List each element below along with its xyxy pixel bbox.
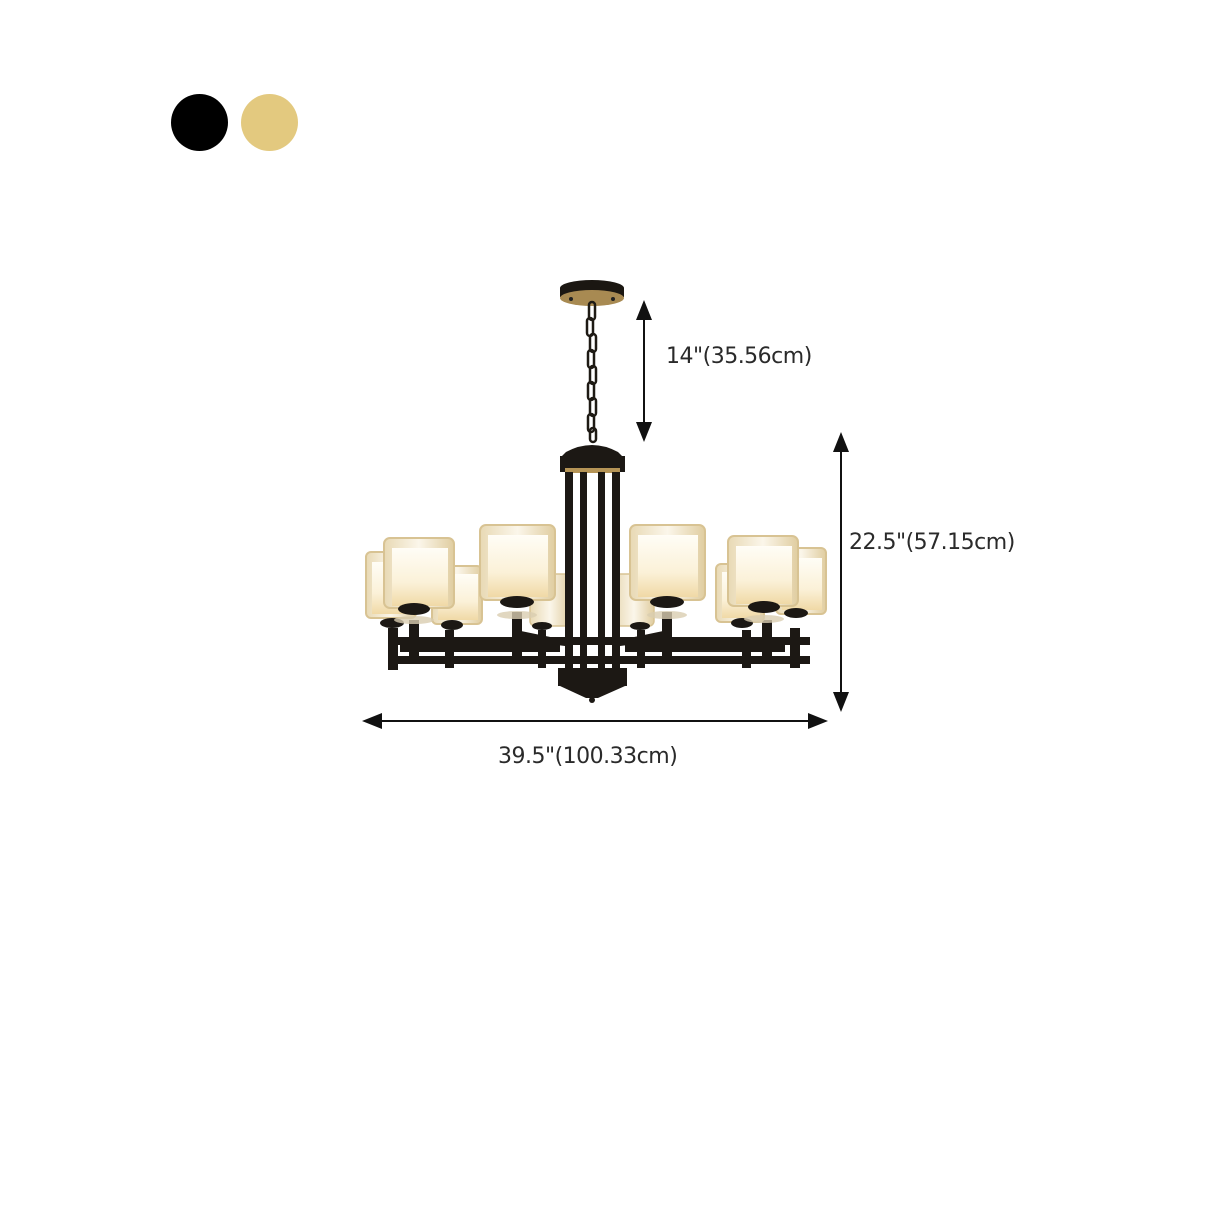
color-swatch-black[interactable]: [171, 94, 228, 151]
center-column: [558, 445, 627, 703]
front-arms: [400, 630, 785, 652]
color-swatch-gold[interactable]: [241, 94, 298, 151]
height-label: 22.5"(57.15cm): [849, 530, 1015, 555]
front-shades: [383, 524, 799, 624]
shade: [629, 524, 706, 619]
width-label: 39.5"(100.33cm): [498, 744, 678, 769]
chain: [585, 300, 598, 444]
chain-length-label: 14"(35.56cm): [666, 344, 812, 369]
canopy: [560, 280, 624, 306]
shade: [383, 537, 455, 624]
shade: [479, 524, 556, 619]
shade: [727, 535, 799, 623]
